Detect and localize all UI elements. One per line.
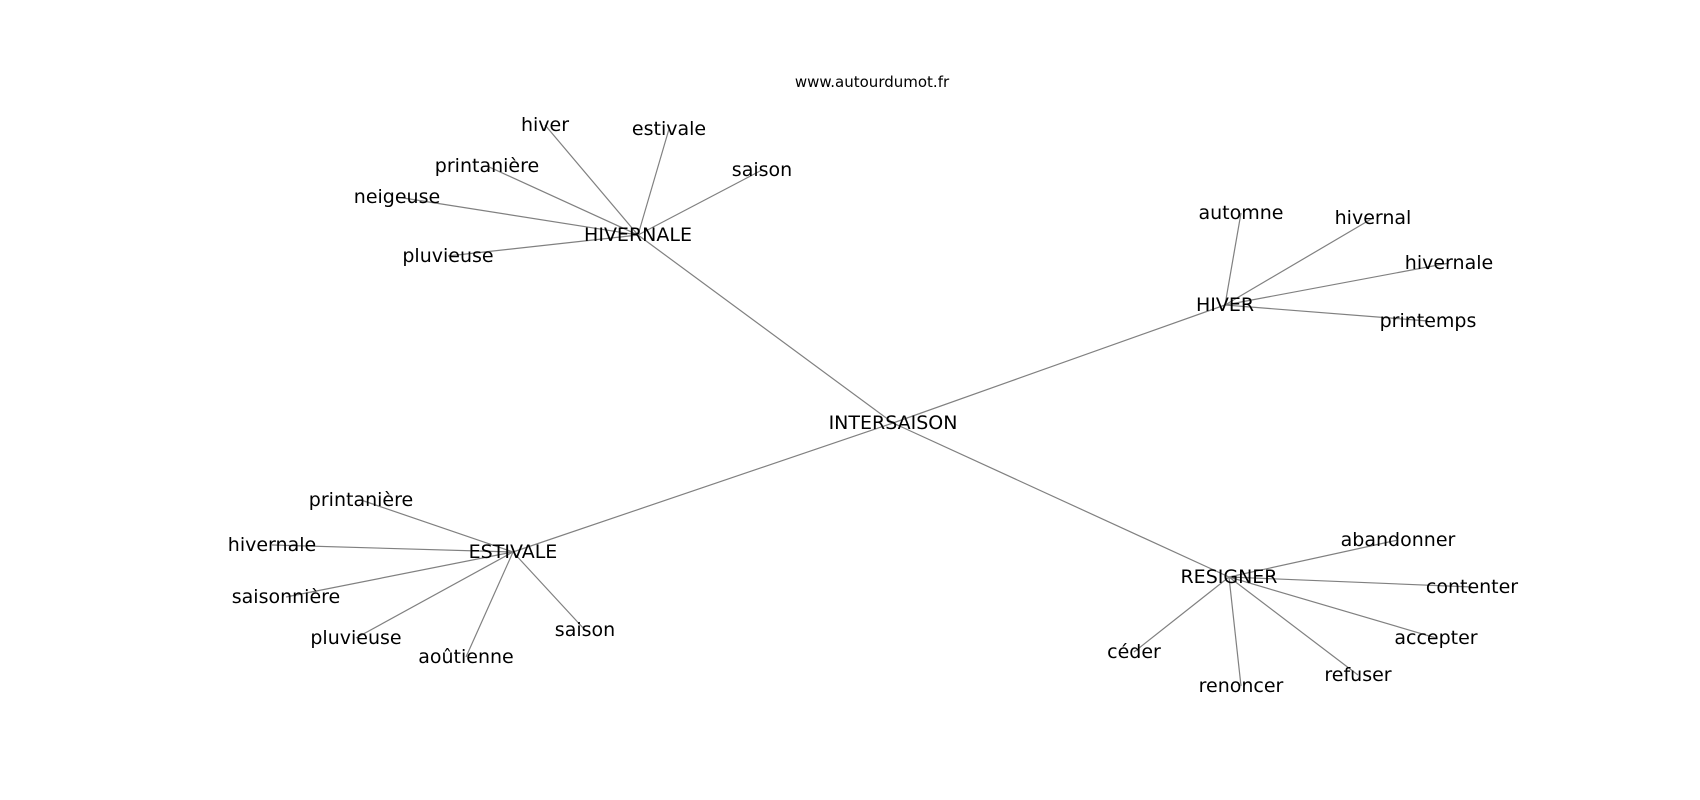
leaf-node-label: aoûtienne [418, 646, 514, 668]
edge-hub-to-leaf [637, 169, 763, 236]
edge-hub-to-leaf [1228, 576, 1359, 676]
leaf-node-label: céder [1107, 641, 1161, 663]
leaf-node-label: hivernale [1405, 252, 1493, 274]
leaf-node-label: contenter [1426, 576, 1518, 598]
labels-layer: www.autourdumot.fr INTERSAISON HIVERNALE h… [228, 73, 1519, 697]
edge-hub-to-leaf [465, 551, 514, 658]
edges-layer [271, 124, 1473, 687]
leaf-node-label: hivernale [228, 534, 316, 556]
edge-hub-to-leaf [544, 124, 639, 236]
leaf-node-label: hiver [521, 114, 569, 136]
edge-hub-to-leaf [486, 165, 639, 236]
leaf-node-label: hivernal [1335, 207, 1412, 229]
leaf-node-label: automne [1199, 202, 1284, 224]
watermark: www.autourdumot.fr [795, 73, 950, 91]
leaf-node-label: accepter [1394, 627, 1477, 649]
edge-hub-to-leaf [1228, 576, 1437, 639]
leaf-node-label: renoncer [1199, 675, 1284, 697]
edge-center-to-hub [512, 422, 894, 553]
edge-hub-to-leaf [1224, 212, 1242, 306]
leaf-node-label: saisonnière [232, 586, 340, 608]
edge-hub-to-leaf [285, 551, 514, 598]
leaf-node-label: estivale [632, 118, 706, 140]
hub-node-label: HIVER [1196, 294, 1254, 316]
center-node-label: INTERSAISON [829, 412, 958, 434]
edge-center-to-hub [637, 234, 894, 424]
hub-node-label: RESIGNER [1180, 566, 1277, 588]
edge-hub-to-leaf [1224, 262, 1450, 306]
leaf-node-label: refuser [1324, 664, 1391, 686]
edge-hub-to-leaf [1228, 576, 1242, 687]
edge-hub-to-leaf [396, 196, 639, 236]
edge-hub-to-leaf [1133, 576, 1230, 653]
leaf-node-label: pluvieuse [310, 627, 401, 649]
leaf-node-label: printanière [435, 155, 539, 177]
edge-center-to-hub [892, 304, 1226, 424]
hub-node-label: ESTIVALE [469, 541, 558, 563]
edge-hub-to-leaf [637, 128, 670, 236]
edge-hub-to-leaf [271, 544, 514, 553]
leaf-node-label: saison [732, 159, 792, 181]
edge-hub-to-leaf [447, 234, 639, 257]
leaf-node-label: abandonner [1341, 529, 1456, 551]
hub-node-label: HIVERNALE [584, 224, 692, 246]
edge-hub-to-leaf [512, 551, 586, 631]
leaf-node-label: neigeuse [354, 186, 440, 208]
edge-hub-to-leaf [360, 499, 514, 553]
edge-hub-to-leaf [1228, 539, 1399, 578]
edge-hub-to-leaf [355, 551, 514, 639]
edge-center-to-hub [892, 422, 1230, 578]
edge-hub-to-leaf [1224, 304, 1429, 322]
leaf-node-label: pluvieuse [402, 245, 493, 267]
edge-hub-to-leaf [1228, 576, 1473, 588]
leaf-node-label: saison [555, 619, 615, 641]
leaf-node-label: printanière [309, 489, 413, 511]
leaf-node-label: printemps [1380, 310, 1477, 332]
edge-hub-to-leaf [1224, 217, 1374, 306]
